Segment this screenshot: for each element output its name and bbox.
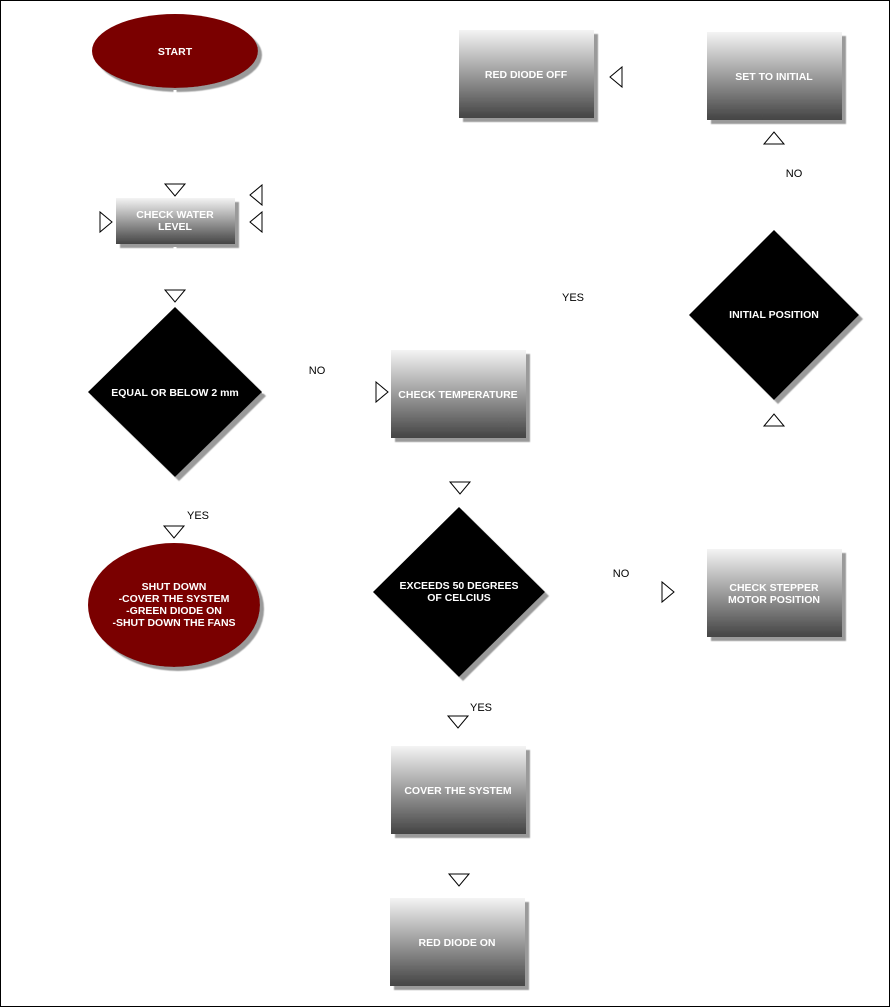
start-terminal: START	[92, 14, 258, 88]
check-water-level-box: CHECK WATER LEVEL	[116, 198, 235, 244]
arrow-red-off-to-check-water	[249, 72, 453, 207]
check-stepper-label-line1: CHECK STEPPER	[729, 582, 819, 594]
arrow-cover-to-red-on	[447, 846, 471, 887]
red-diode-on-box: RED DIODE ON	[390, 898, 525, 986]
edge-label-exceeds-yes: YES	[470, 702, 492, 714]
equal-below-label: EQUAL OR BELOW 2 mm	[111, 387, 239, 399]
red-diode-on-label: RED DIODE ON	[418, 937, 495, 949]
arrow-initial-no-to-set-initial	[762, 131, 786, 220]
exceeds-label-line1: EXCEEDS 50 DEGREES	[399, 580, 518, 592]
arrow-equal-no-to-check-temp	[262, 380, 389, 404]
check-stepper-label-line2: MOTOR POSITION	[728, 594, 820, 606]
edge-label-equal-no: NO	[309, 365, 326, 377]
cover-system-box: COVER THE SYSTEM	[391, 746, 526, 834]
arrow-red-on-loop-to-check-water	[16, 210, 381, 933]
exceeds-decision: EXCEEDS 50 DEGREES OF CELCIUS	[373, 507, 545, 677]
edge-label-equal-yes: YES	[187, 510, 209, 522]
check-water-label-line1: CHECK WATER	[136, 209, 214, 221]
set-initial-box: SET TO INITIAL	[707, 32, 842, 120]
red-diode-off-box: RED DIODE OFF	[459, 30, 594, 118]
shutdown-label-line3: -GREEN DIODE ON	[126, 605, 222, 617]
check-water-label-line2: LEVEL	[158, 221, 192, 233]
arrow-set-initial-to-red-off	[609, 65, 699, 89]
shutdown-label-line1: SHUT DOWN	[142, 581, 207, 593]
arrow-check-temp-to-exceeds	[448, 456, 472, 495]
initial-position-decision: INITIAL POSITION	[689, 230, 859, 400]
edge-label-initial-no: NO	[786, 168, 803, 180]
arrow-initial-yes-to-check-water	[249, 210, 678, 317]
shutdown-label-line2: -COVER THE SYSTEM	[119, 593, 230, 605]
arrow-stepper-to-initial	[762, 413, 786, 543]
check-temperature-box: CHECK TEMPERATURE	[391, 350, 526, 438]
cover-system-label: COVER THE SYSTEM	[404, 785, 512, 797]
edge-label-exceeds-no: NO	[613, 568, 630, 580]
arrow-equal-yes-to-shutdown	[162, 490, 186, 539]
arrow-start-to-check-water	[163, 90, 187, 197]
arrow-check-water-to-equal	[163, 247, 187, 303]
exceeds-label-line2: OF CELCIUS	[427, 592, 491, 604]
shutdown-label-line4: -SHUT DOWN THE FANS	[112, 617, 235, 629]
check-temperature-label: CHECK TEMPERATURE	[398, 389, 517, 401]
red-diode-off-label: RED DIODE OFF	[485, 69, 568, 81]
set-initial-label: SET TO INITIAL	[735, 71, 813, 83]
arrow-exceeds-no-to-stepper	[563, 580, 675, 604]
start-label: START	[158, 46, 193, 58]
equal-below-decision: EQUAL OR BELOW 2 mm	[88, 307, 262, 477]
shutdown-terminal: SHUT DOWN -COVER THE SYSTEM -GREEN DIODE…	[88, 543, 260, 667]
check-stepper-box: CHECK STEPPER MOTOR POSITION	[707, 549, 842, 637]
edge-label-initial-yes: YES	[562, 292, 584, 304]
initial-position-label: INITIAL POSITION	[729, 309, 819, 321]
arrow-exceeds-yes-to-cover	[446, 688, 470, 729]
